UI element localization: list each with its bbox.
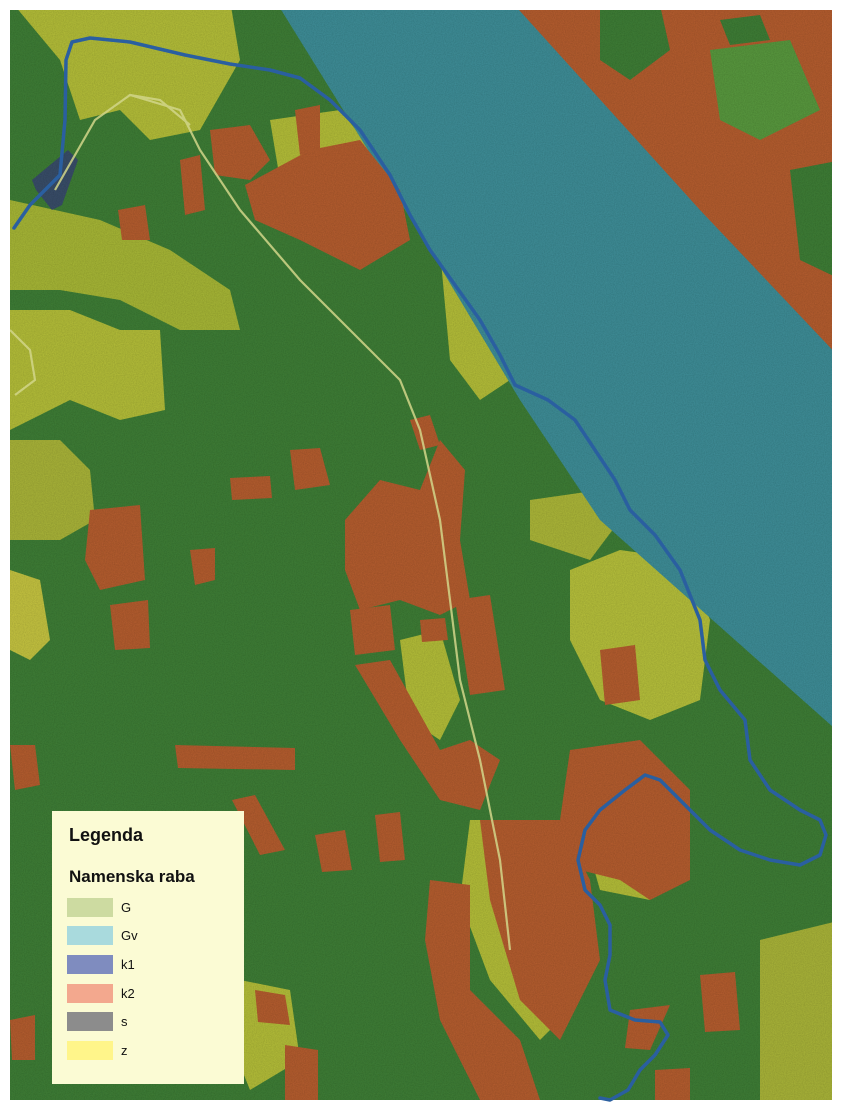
legend-item-g: G [67,893,244,922]
legend-title: Legenda [69,825,144,845]
crop-patch [232,795,285,855]
crop-patch [600,645,640,705]
forest-road [9,329,37,396]
crop-patch [355,660,500,810]
legend-swatch [67,1012,113,1032]
crop-patch [480,820,600,1040]
field-zone [10,570,50,660]
legend-item-s: s [67,1007,244,1036]
forest-road [54,93,512,951]
crop-patch [110,600,150,650]
crop-patch [420,618,448,642]
crop-patch [315,830,352,872]
crop-patch [190,548,215,585]
crop-patch [10,1015,35,1060]
forest-patch [720,15,770,45]
forest-patch [710,40,820,140]
forest-patch [790,160,842,280]
crop-patch [375,812,405,862]
crop-patch [655,1068,690,1100]
crop-patch [350,605,395,655]
legend-label: G [121,899,132,915]
legend-item-k1: k1 [67,950,244,979]
crop-patch [10,745,40,790]
legend-subtitle: Namenska raba [69,867,195,886]
field-zone [10,200,240,330]
crop-patch [625,1005,670,1050]
legend-item-gv: Gv [67,922,244,951]
legend-swatch [67,1040,113,1060]
legend-swatch [67,897,113,917]
field-zone [10,0,240,140]
field-zone [760,920,842,1100]
crop-patch [118,205,150,240]
legend-item-k2: k2 [67,979,244,1008]
legend-label: z [121,1042,128,1058]
crop-patch [285,1045,318,1100]
crop-patch [175,745,295,770]
forest-patch [600,5,670,80]
boundary-line [12,36,828,1102]
field-zone [10,440,95,540]
legend-label: s [121,1014,128,1030]
crop-patch [245,140,410,270]
crop-patch [230,476,272,500]
crop-patch [255,990,290,1025]
forest-road [129,93,191,126]
crop-patch [345,440,470,615]
legend-item-z: z [67,1036,244,1065]
crop-patch [700,972,740,1032]
legend-swatch [67,954,113,974]
legend-label: k2 [121,985,135,1001]
legend-swatch [67,983,113,1003]
crop-patch [290,448,330,490]
legend-label: Gv [121,928,138,944]
crop-patch [85,505,145,590]
crop-patch [295,105,320,155]
crop-patch [180,155,205,215]
crop-patch [425,880,540,1100]
legend-swatch [67,926,113,946]
crop-patch [210,125,270,180]
crop-patch [455,595,505,695]
legend-label: k1 [121,956,135,972]
water-protection-zone [275,0,842,735]
field-zone [10,310,165,430]
